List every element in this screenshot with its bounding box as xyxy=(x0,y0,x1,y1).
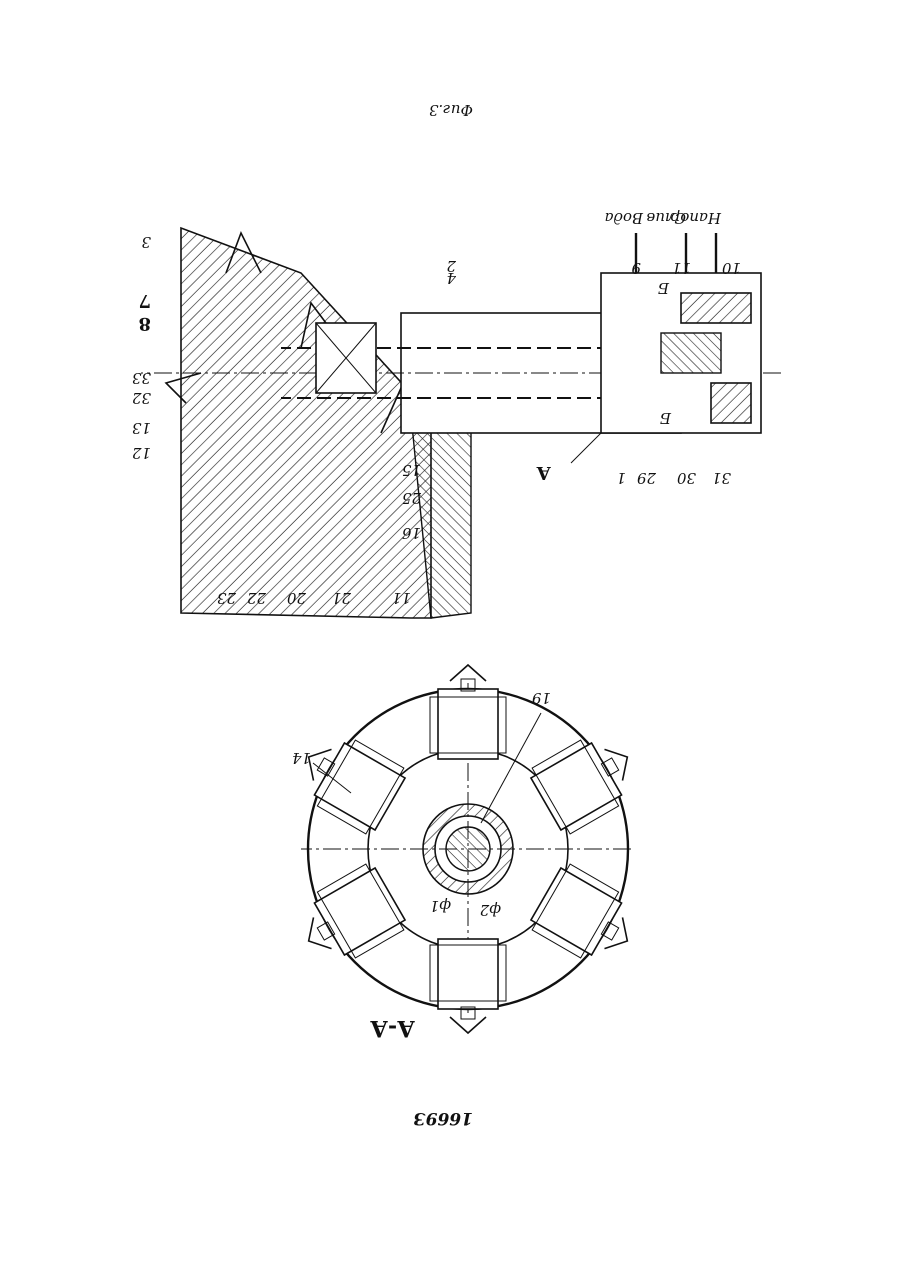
label-9: 9 xyxy=(631,259,641,277)
cylinder-0 xyxy=(430,939,506,1033)
label-12: 12 xyxy=(132,444,151,462)
drive-block-seal-1 xyxy=(711,383,751,423)
label-20: 20 xyxy=(286,589,307,607)
cutter-head-housing xyxy=(181,228,431,618)
section-a-a-view: 19 14 ф1 ф2 xyxy=(290,665,647,1033)
label-33: 33 xyxy=(132,369,151,387)
label-13: 13 xyxy=(132,419,151,437)
drive-block-valve xyxy=(661,333,721,373)
section-marker-a: А xyxy=(536,462,551,483)
label-23: 23 xyxy=(217,589,237,607)
label-10: 10 xyxy=(721,259,741,277)
label-30: 30 xyxy=(676,469,696,487)
label-11b: 11 xyxy=(392,589,411,607)
label-8: 8 xyxy=(138,313,151,334)
label-drain: Слив xyxy=(646,209,686,227)
document-number: 1669З xyxy=(413,1108,473,1128)
label-32: 32 xyxy=(132,389,151,407)
figure-title: Фиг.3 xyxy=(429,101,473,119)
section-title: А-А xyxy=(370,1015,415,1041)
label-b-bottom: Б xyxy=(660,409,672,427)
label-29: 29 xyxy=(636,469,657,487)
label-b-top: Б xyxy=(658,279,670,297)
label-14: 14 xyxy=(292,749,311,767)
label-phi2: ф2 xyxy=(480,901,501,919)
label-3: 3 xyxy=(141,233,151,251)
label-water: Вода xyxy=(604,209,644,227)
label-22: 22 xyxy=(247,589,267,607)
label-31: 31 xyxy=(712,469,731,487)
label-7: 7 xyxy=(138,290,151,311)
longitudinal-section-view: Напор Слив Вода Б Б А 10 11 9 31 30 29 1… xyxy=(132,209,781,618)
label-21: 21 xyxy=(332,589,352,607)
label-16: 16 xyxy=(401,524,421,542)
label-4: 4 xyxy=(446,269,457,287)
label-19: 19 xyxy=(531,689,551,707)
label-11: 11 xyxy=(672,259,691,277)
label-phi1: ф1 xyxy=(430,897,451,915)
cylinder-180 xyxy=(430,665,506,759)
label-1: 1 xyxy=(616,469,626,487)
drive-block-seal-2 xyxy=(681,293,751,323)
label-25: 25 xyxy=(402,489,422,507)
label-15: 15 xyxy=(402,461,421,479)
